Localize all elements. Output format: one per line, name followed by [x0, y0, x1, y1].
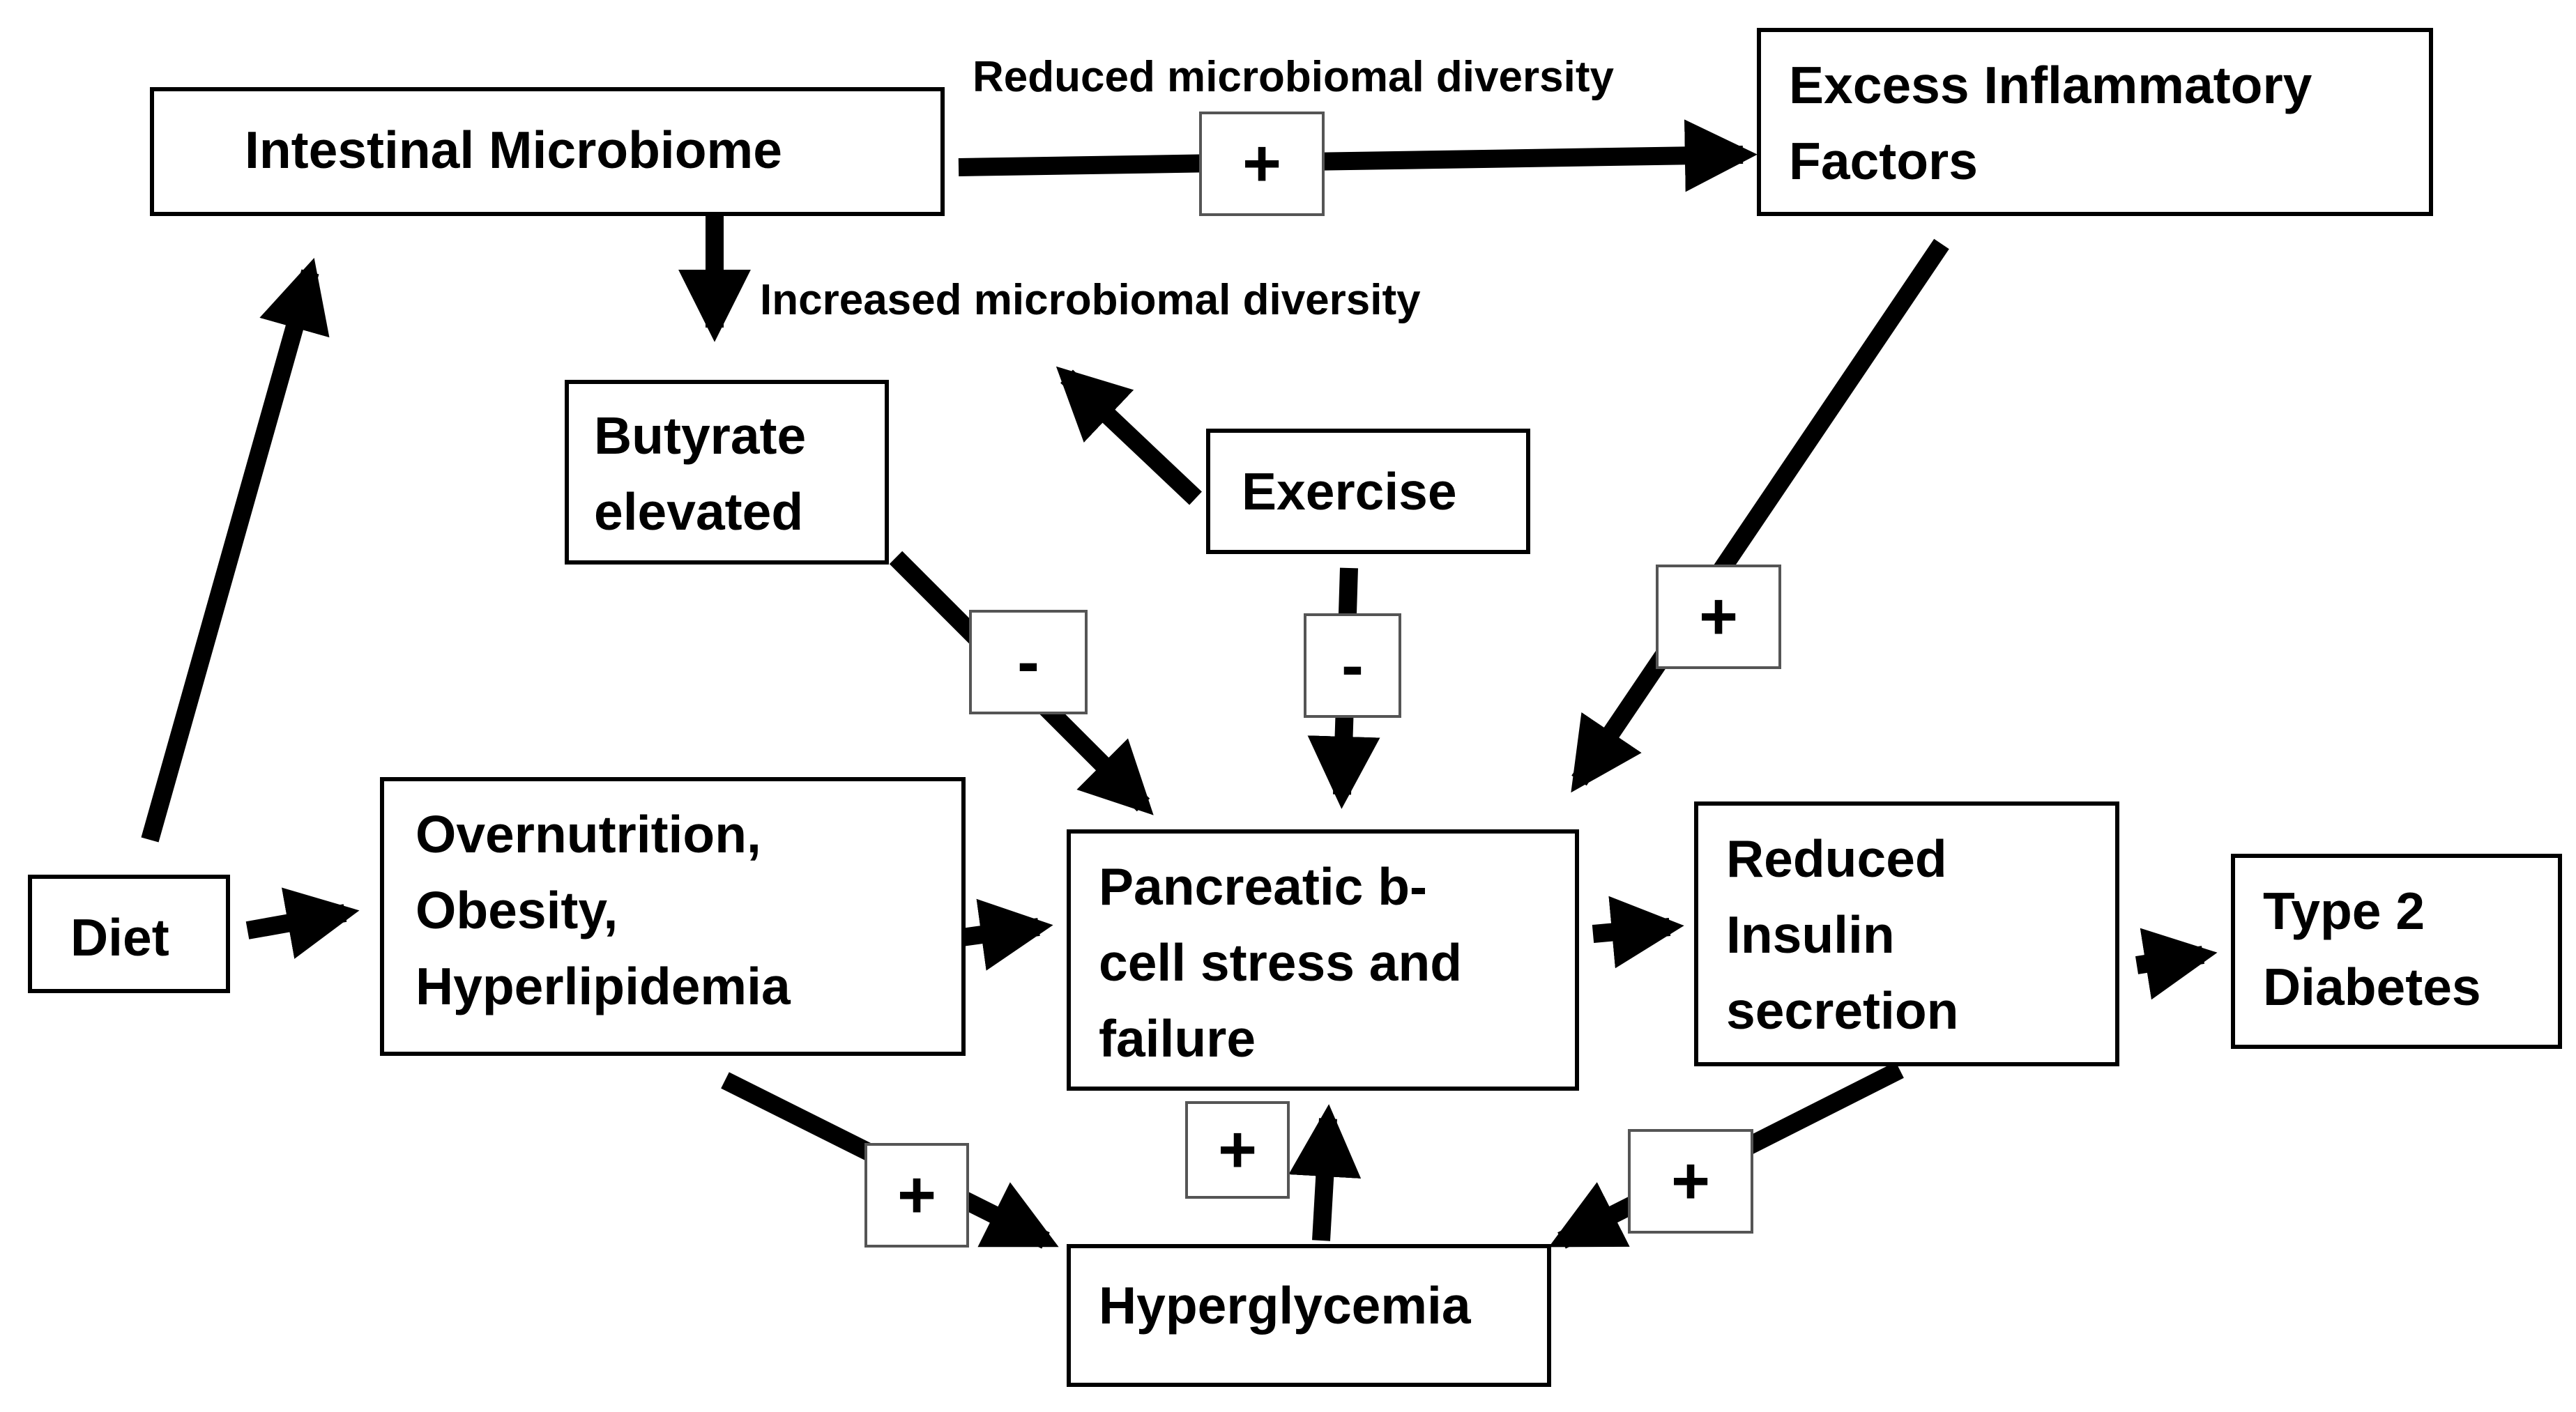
arrow-diet-to-overnutrition: [245, 887, 360, 959]
label-increased-microbiomal-diversity: Increased microbiomal diversity: [760, 276, 1421, 324]
arrow-exercise-to-diversity: [1055, 366, 1202, 505]
sign-hyperglycemia-to-pancreatic: +: [1185, 1101, 1290, 1199]
node-type-2-diabetes: Type 2 Diabetes: [2231, 854, 2562, 1049]
arrow-hyperglycemia-to-pancreatic: [1288, 1104, 1362, 1241]
arrow-microbiome-to-inflammatory: [958, 119, 1758, 192]
sign-overnutrition-to-hyperglycemia: +: [864, 1143, 969, 1248]
sign-butyrate-to-pancreatic: -: [969, 610, 1088, 714]
node-exercise: Exercise: [1206, 429, 1530, 554]
node-reduced-insulin-secretion: Reduced Insulin secretion: [1694, 801, 2119, 1066]
label-reduced-microbiomal-diversity: Reduced microbiomal diversity: [973, 53, 1614, 101]
arrow-diet-to-microbiome: [141, 257, 330, 843]
sign-inflammatory-to-pancreatic: +: [1656, 565, 1781, 669]
node-overnutrition-obesity-hyperlipidemia: Overnutrition, Obesity, Hyperlipidemia: [380, 777, 966, 1056]
node-butyrate-elevated: Butyrate elevated: [565, 380, 889, 565]
node-hyperglycemia: Hyperglycemia: [1067, 1244, 1551, 1387]
arrow-pancreatic-to-insulin: [1592, 896, 1684, 969]
sign-insulin-to-hyperglycemia: +: [1628, 1129, 1753, 1234]
arrow-inflammatory-to-pancreatic: [1571, 238, 1949, 793]
node-pancreatic-bcell-stress: Pancreatic b- cell stress and failure: [1067, 829, 1579, 1091]
node-excess-inflammatory-factors: Excess Inflammatory Factors: [1757, 28, 2433, 216]
sign-exercise-to-pancreatic: -: [1304, 613, 1401, 718]
node-diet: Diet: [28, 875, 230, 993]
node-intestinal-microbiome: Intestinal Microbiome: [150, 87, 945, 216]
arrow-overnutrition-to-pancreatic: [961, 898, 1053, 971]
arrow-insulin-to-type2: [2135, 928, 2218, 1000]
sign-microbiome-to-inflammatory: +: [1199, 112, 1325, 216]
